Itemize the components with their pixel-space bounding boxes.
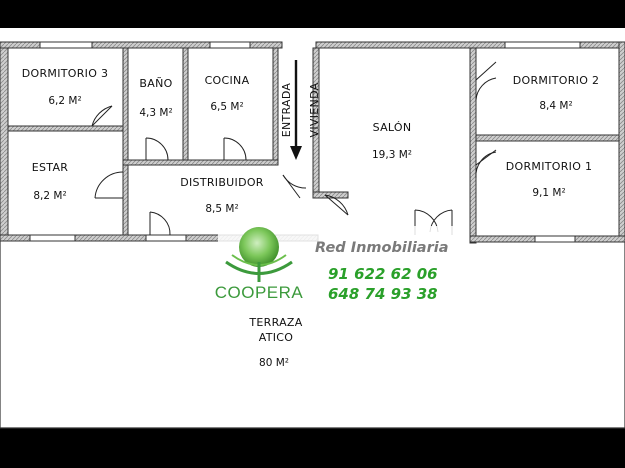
terrace-border — [0, 241, 625, 429]
room-area-dormitorio-3: 6,2 M² — [48, 95, 81, 107]
terrace-area: 80 M² — [259, 357, 289, 369]
room-area-dormitorio-2: 8,4 M² — [539, 100, 572, 112]
room-name-dormitorio-3: DORMITORIO 3 — [22, 67, 109, 80]
room-name-distribuidor: DISTRIBUIDOR — [180, 176, 264, 189]
entrance-label-line2: VIVIENDA — [308, 82, 321, 137]
coopera-logo-icon — [225, 227, 293, 282]
room-area-cocina: 6,5 M² — [210, 101, 243, 113]
terrace-name-line2: ATICO — [259, 331, 294, 344]
terrace-name-line1: TERRAZA — [248, 316, 302, 329]
logo-text: COOPERA — [215, 283, 304, 302]
phone-number-2: 648 74 93 38 — [328, 285, 438, 303]
room-area-distribuidor: 8,5 M² — [205, 203, 238, 215]
room-area-estar: 8,2 M² — [33, 190, 66, 202]
agency-name: Red Inmobiliaria — [315, 240, 448, 256]
room-labels: DORMITORIO 3 6,2 M² BAÑO 4,3 M² COCINA 6… — [22, 67, 600, 369]
room-name-dormitorio-2: DORMITORIO 2 — [513, 74, 600, 87]
room-name-cocina: COCINA — [205, 74, 250, 87]
room-area-bano: 4,3 M² — [139, 107, 172, 119]
windows — [29, 41, 581, 243]
walls — [0, 41, 625, 244]
room-name-salon: SALÓN — [373, 121, 412, 134]
room-name-dormitorio-1: DORMITORIO 1 — [506, 160, 593, 173]
entrance-label-line1: ENTRADA — [280, 83, 293, 138]
room-name-estar: ESTAR — [32, 161, 69, 174]
room-name-bano: BAÑO — [139, 77, 172, 90]
room-area-dormitorio-1: 9,1 M² — [532, 187, 565, 199]
entrance-arrow — [290, 60, 302, 160]
phone-number-1: 91 622 62 06 — [328, 265, 438, 283]
branding-watermark: Red Inmobiliaria 91 622 62 06 648 74 93 … — [215, 226, 463, 306]
room-area-salon: 19,3 M² — [372, 149, 412, 161]
door-swings — [7, 61, 497, 236]
